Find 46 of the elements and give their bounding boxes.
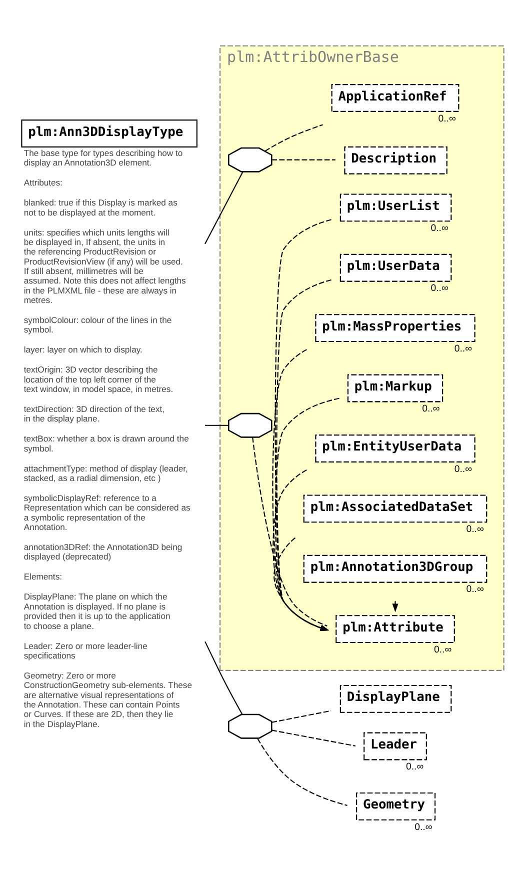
arrow — [276, 279, 332, 631]
node-octagon — [228, 714, 272, 739]
node-label: DisplayPlane: The plane on which the Annotation is displayed. If no plane is provided then it is up to the application to choose a plane. — [24, 592, 170, 631]
node-label: 0..∞ — [406, 762, 424, 773]
node-label: layer: layer on which to display. — [24, 344, 142, 355]
node-label: textDirection: 3D direction of the text, in the display plane. — [24, 404, 165, 424]
connector — [272, 710, 332, 723]
node-label: textOrigin: 3D vector describing the location of the top left corner of the text window, in model space, in metres. — [24, 364, 174, 394]
node-label: 0..∞ — [430, 283, 448, 294]
node-label: 0..∞ — [434, 644, 452, 656]
node-label: 0..∞ — [454, 343, 472, 354]
node-label: 0..∞ — [454, 464, 472, 475]
node-label: 0..∞ — [430, 223, 448, 234]
connector — [272, 159, 336, 160]
node-label: 0..∞ — [466, 524, 484, 536]
arrow — [272, 349, 330, 631]
node-octagon — [228, 147, 272, 172]
node-label: symbolicDisplayRef: reference to a Representation which can be considered as a symbolic representation of the Annotation. — [24, 493, 190, 532]
node-label: 0..∞ — [422, 404, 440, 415]
arrow — [274, 537, 330, 631]
arrow — [274, 219, 332, 631]
arrow — [392, 601, 398, 612]
node-label: Leader: Zero or more leader-line specifications — [24, 640, 148, 660]
connector — [252, 437, 328, 626]
arrow — [275, 398, 340, 631]
node-label: blanked: true if this Display is marked as not to be displayed at the moment. — [24, 198, 178, 218]
arrow — [272, 469, 330, 631]
node-label: Elements: — [24, 572, 62, 582]
node-label: annotation3DRef: the Annotation3D being displayed (deprecated) — [24, 542, 182, 562]
connector — [204, 172, 244, 244]
node-label: 0..∞ — [438, 113, 456, 124]
node-label: 0..∞ — [414, 822, 432, 833]
node-label: attachmentType: method of display (leader, stacked, as a radial dimension, etc ) — [24, 463, 188, 484]
connector — [272, 730, 356, 746]
node-label: textBox: whether a box is drawn around the symbol. — [24, 434, 189, 454]
node-label: Geometry: Zero or more ConstructionGeometry sub-elements. These are alternative visual representations of the Annotation. These can contain Points or Curves. If these are 2D, then they lie in the DisplayPlane. — [24, 670, 192, 729]
connector — [205, 424, 228, 426]
connector — [264, 124, 323, 152]
connector — [257, 738, 348, 806]
node-label: The base type for types describing how to display an Annotation3D element. — [24, 148, 183, 168]
node-label: symbolColour: colour of the lines in the symbol. — [24, 315, 172, 335]
connector — [204, 641, 243, 714]
node-label: Attributes: — [24, 178, 62, 188]
node-octagon — [228, 412, 272, 438]
node-label: 0..∞ — [466, 584, 484, 596]
node-label: units: specifies which units lengths will be displayed in, If absent, the units in the referencing ProductRevision or ProductRevisionView (if any) will be used. If still absent, millimetres will be assumed. Note this does not affect lengths in the PLMXML file - these are always in metres. — [24, 227, 186, 306]
